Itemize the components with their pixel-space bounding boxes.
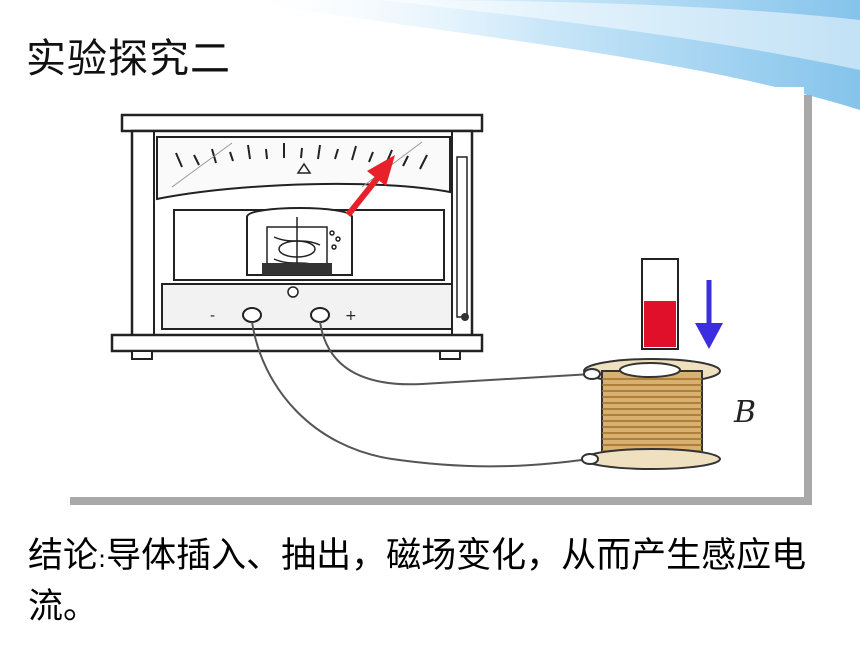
slide-title: 实验探究二 [26,36,231,82]
pointer-arrow-red [345,155,395,217]
experiment-figure: - + [62,87,804,497]
connecting-wires [251,321,593,468]
experiment-diagram: - + [110,113,756,470]
coil-windings [602,378,702,452]
conclusion-separator: : [98,545,107,573]
conclusion-body: 导体插入、抽出，磁场变化，从而产生感应电流。 [28,536,807,627]
galvanometer: - + [110,113,484,360]
terminal-plus-label: + [345,308,357,324]
conclusion-label: 结论 [28,536,99,576]
motion-arrow-blue [695,280,723,349]
coil-label: B [733,395,756,430]
conclusion-text: 结论:导体插入、抽出，磁场变化，从而产生感应电流。 [28,532,828,631]
terminal-minus-label: - [210,308,215,324]
coil-b: B [581,358,756,470]
bar-magnet [641,258,679,350]
